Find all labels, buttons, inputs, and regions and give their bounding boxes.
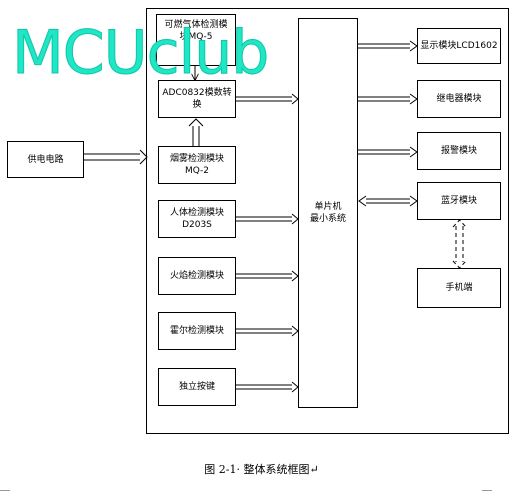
flame-sensor-block: 火焰检测模块 — [158, 257, 236, 295]
arrow-mcu-to-relay — [358, 93, 418, 105]
hall-sensor-block: 霍尔检测模块 — [158, 312, 236, 350]
power-circuit-block: 供电电路 — [7, 141, 84, 178]
page-corner-mark-right — [482, 490, 492, 491]
arrow-power-to-system — [84, 149, 148, 165]
arrow-key-to-mcu — [236, 381, 299, 393]
alarm-block: 报警模块 — [417, 132, 501, 170]
system-frame — [146, 8, 509, 434]
gas-sensor-block: 可燃气体检测模 块MQ-5 — [156, 14, 236, 66]
arrow-mcu-to-lcd — [358, 40, 418, 52]
arrow-body-to-mcu — [236, 213, 299, 225]
arrow-flame-to-mcu — [236, 270, 299, 282]
arrow-bluetooth-phone — [452, 219, 467, 269]
page-corner-mark-left — [0, 490, 10, 491]
bluetooth-block: 蓝牙模块 — [417, 182, 501, 220]
adc-converter-block: ADC0832模数转 换 — [158, 80, 236, 118]
mcu-minimum-system-block: 单片机 最小系统 — [298, 18, 358, 408]
arrow-smoke-to-adc — [188, 118, 204, 146]
body-sensor-block: 人体检测模块 D203S — [158, 200, 236, 238]
relay-block: 继电器模块 — [417, 80, 501, 118]
lcd-display-block: 显示模块LCD1602 — [417, 28, 501, 64]
arrow-hall-to-mcu — [236, 325, 299, 337]
arrow-mcu-bluetooth — [358, 195, 418, 207]
arrow-adc-to-mcu — [236, 93, 299, 105]
arrow-mcu-to-alarm — [358, 146, 418, 158]
independent-key-block: 独立按键 — [158, 368, 236, 406]
phone-block: 手机端 — [417, 268, 501, 308]
smoke-sensor-block: 烟雾检测模块 MQ-2 — [158, 146, 236, 184]
figure-caption: 图 2-1· 整体系统框图↵ — [204, 463, 319, 476]
